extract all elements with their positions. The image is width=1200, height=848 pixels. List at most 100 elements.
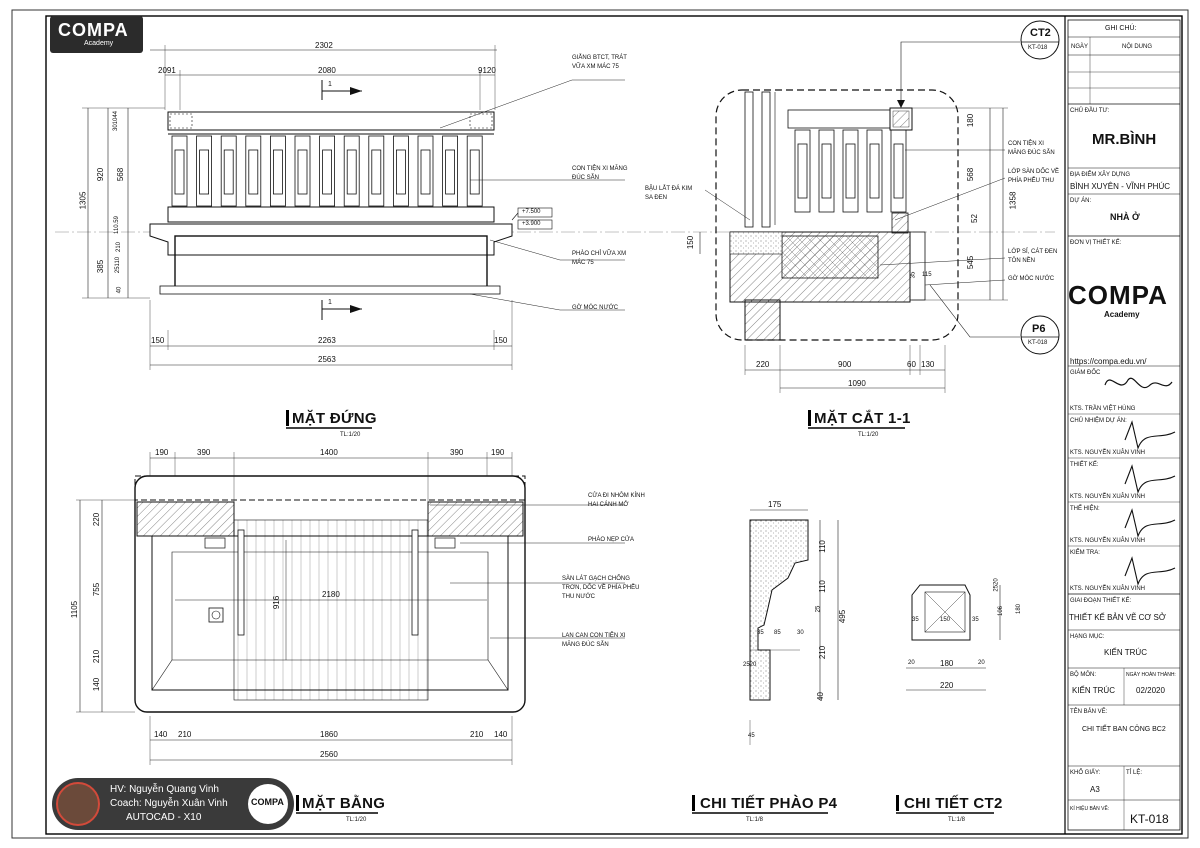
- plan-dim-left-1: 220: [92, 512, 102, 527]
- tb-designer-logo: COMPA: [1068, 280, 1168, 310]
- plan-dim-left-2: 755: [92, 582, 102, 597]
- tb-manager: KTS. NGUYỄN XUÂN VINH: [1070, 450, 1146, 456]
- tb-project: NHÀ Ở: [1110, 212, 1140, 222]
- tag-ct2-sheet: KT-018: [1028, 45, 1048, 51]
- logo-subtext: Academy: [84, 40, 114, 47]
- ct2-dim-0: 2520: [993, 578, 1000, 592]
- ct2-scale: TL:1/8: [948, 817, 966, 823]
- tb-dept-label: BỘ MÔN:: [1070, 672, 1097, 678]
- baluster-panel: [322, 149, 333, 195]
- tb-checker: KTS. NGUYỄN XUÂN VINH: [1070, 586, 1146, 592]
- elev-dim-left-5: 110.59: [113, 216, 120, 234]
- baluster-panel: [346, 149, 357, 195]
- baluster-panel: [420, 149, 431, 195]
- tb-category-label: HẠNG MỤC:: [1070, 634, 1105, 640]
- baluster-panel: [371, 149, 382, 195]
- plan-dim-top-2: 1400: [320, 448, 338, 457]
- plan-dim-top-4: 190: [491, 448, 505, 457]
- sec-dim-right-0: 1358: [1008, 191, 1018, 210]
- card-logo-badge: COMPA: [248, 784, 288, 824]
- plan-dim-left-4: 140: [92, 677, 102, 692]
- elev-dim-left-8: 40: [116, 286, 123, 294]
- sec-dim-right-2: 568: [966, 167, 976, 182]
- elev-level-lower: +3.900: [522, 221, 541, 227]
- tag-ct2-name: CT2: [1030, 27, 1051, 39]
- p4-dim-1: 110: [817, 540, 827, 553]
- elev-dim-bottom-2: 150: [494, 336, 508, 345]
- tb-investor: MR.BÌNH: [1092, 131, 1157, 148]
- elev-dim-top-0: 2302: [315, 41, 333, 50]
- baluster-panel: [248, 149, 259, 195]
- tag-p6-name: P6: [1032, 323, 1046, 335]
- p4-dim-5: 495: [838, 609, 848, 624]
- detail-ct2-view: [906, 584, 1001, 691]
- section-baluster-panel: [797, 143, 808, 199]
- p4-dim-0: 175: [768, 500, 782, 509]
- plan-dim-bottom-3: 210: [470, 730, 484, 739]
- sec-note-4: GỜ MÓC NƯỚC: [1008, 276, 1055, 282]
- tb-director: KTS. TRẦN VIỆT HÙNG: [1070, 406, 1136, 412]
- tb-designer-logo-sub: Academy: [1104, 310, 1140, 319]
- sec-dim-left-0: 150: [686, 235, 696, 250]
- p4-dim-10: 2520: [743, 662, 757, 668]
- plan-dim-bottom-4: 140: [494, 730, 508, 739]
- baluster-panel: [199, 149, 210, 195]
- sheet-border: [45, 15, 1183, 835]
- p4-dim-3: 25: [815, 605, 822, 613]
- elev-dim-left-2: 385: [96, 259, 106, 274]
- ct2-dim-3: 35: [912, 617, 919, 623]
- p4-title: CHI TIẾT PHÀO P4: [700, 795, 838, 812]
- tb-design-label: THIẾT KẾ:: [1070, 462, 1099, 468]
- section-baluster-panel: [869, 143, 880, 199]
- tb-investor-label: CHỦ ĐẦU TƯ:: [1070, 108, 1110, 114]
- baluster-panel: [395, 149, 406, 195]
- plan-dim-inner-1: 916: [272, 595, 282, 610]
- elev-note-1: CON TIỆN XI MĂNG ĐÚC SẴN: [572, 166, 628, 181]
- sec-note-1: CON TIỆN XI MĂNG ĐÚC SẴN: [1008, 141, 1055, 156]
- tb-sheet-no: KT-018: [1130, 812, 1169, 826]
- student-card: HV: Nguyễn Quang Vinh Coach: Nguyễn Xuân…: [52, 778, 294, 830]
- elev-level-upper: +7.500: [522, 209, 541, 215]
- plan-dim-left-3: 210: [92, 649, 102, 664]
- p4-dim-8: 85: [774, 630, 781, 636]
- tb-date: 02/2020: [1136, 686, 1165, 695]
- ct2-dim-1: 106: [998, 605, 1005, 617]
- plan-note-2: SÀN LÁT GẠCH CHỐNG TRƠN, DỐC VỀ PHÍA PHỄ…: [562, 576, 640, 600]
- elev-dim-left-3: 568: [116, 167, 126, 182]
- baluster-panel: [297, 149, 308, 195]
- elev-dim-top-2: 2080: [318, 66, 336, 75]
- sec-dim-bottom-3: 130: [921, 360, 935, 369]
- title-block-frame: [1064, 16, 1181, 834]
- section-baluster-panel: [893, 143, 904, 199]
- ct2-dim-2: 180: [1016, 603, 1023, 615]
- section-view: [699, 20, 1060, 393]
- p4-dim-9: 30: [797, 630, 804, 636]
- compa-logo-badge: COMPA Academy: [50, 16, 143, 53]
- sec-dim-bottom-2: 60: [907, 360, 916, 369]
- elev-dim-left-1: 920: [96, 167, 106, 182]
- signature-manager: [1124, 420, 1176, 450]
- logo-text: COMPA: [58, 20, 129, 40]
- plan-title: MẶT BẰNG: [302, 795, 386, 812]
- tb-col-content: NỘI DUNG: [1122, 44, 1152, 50]
- p4-dim-6: 40: [815, 692, 825, 701]
- baluster-panel: [469, 149, 480, 195]
- student-name: HV: Nguyễn Quang Vinh: [110, 784, 219, 795]
- tb-stage: THIẾT KẾ BẢN VẼ CƠ SỞ: [1069, 613, 1166, 622]
- elev-dim-top-1: 2091: [158, 66, 176, 75]
- sec-dim-bottom-1: 900: [838, 360, 852, 369]
- signature-director: [1104, 377, 1173, 388]
- tb-drawing-name: CHI TIẾT BAN CÔNG BC2: [1082, 726, 1166, 733]
- sec-dim-right-3: 52: [969, 214, 979, 223]
- plan-dim-bottom-5: 2560: [320, 750, 338, 759]
- section-baluster-panel: [845, 143, 856, 199]
- baluster-panel: [272, 149, 283, 195]
- ct2-dim-6: 20: [908, 660, 915, 666]
- elev-dim-left-7: 25110: [115, 256, 122, 274]
- baluster-panel: [445, 149, 456, 195]
- p4-dim-11: 45: [748, 733, 755, 739]
- tb-dept: KIẾN TRÚC: [1072, 686, 1115, 695]
- elev-note-0: GIẰNG BTCT, TRÁT VỮA XM MÁC 75: [572, 55, 627, 70]
